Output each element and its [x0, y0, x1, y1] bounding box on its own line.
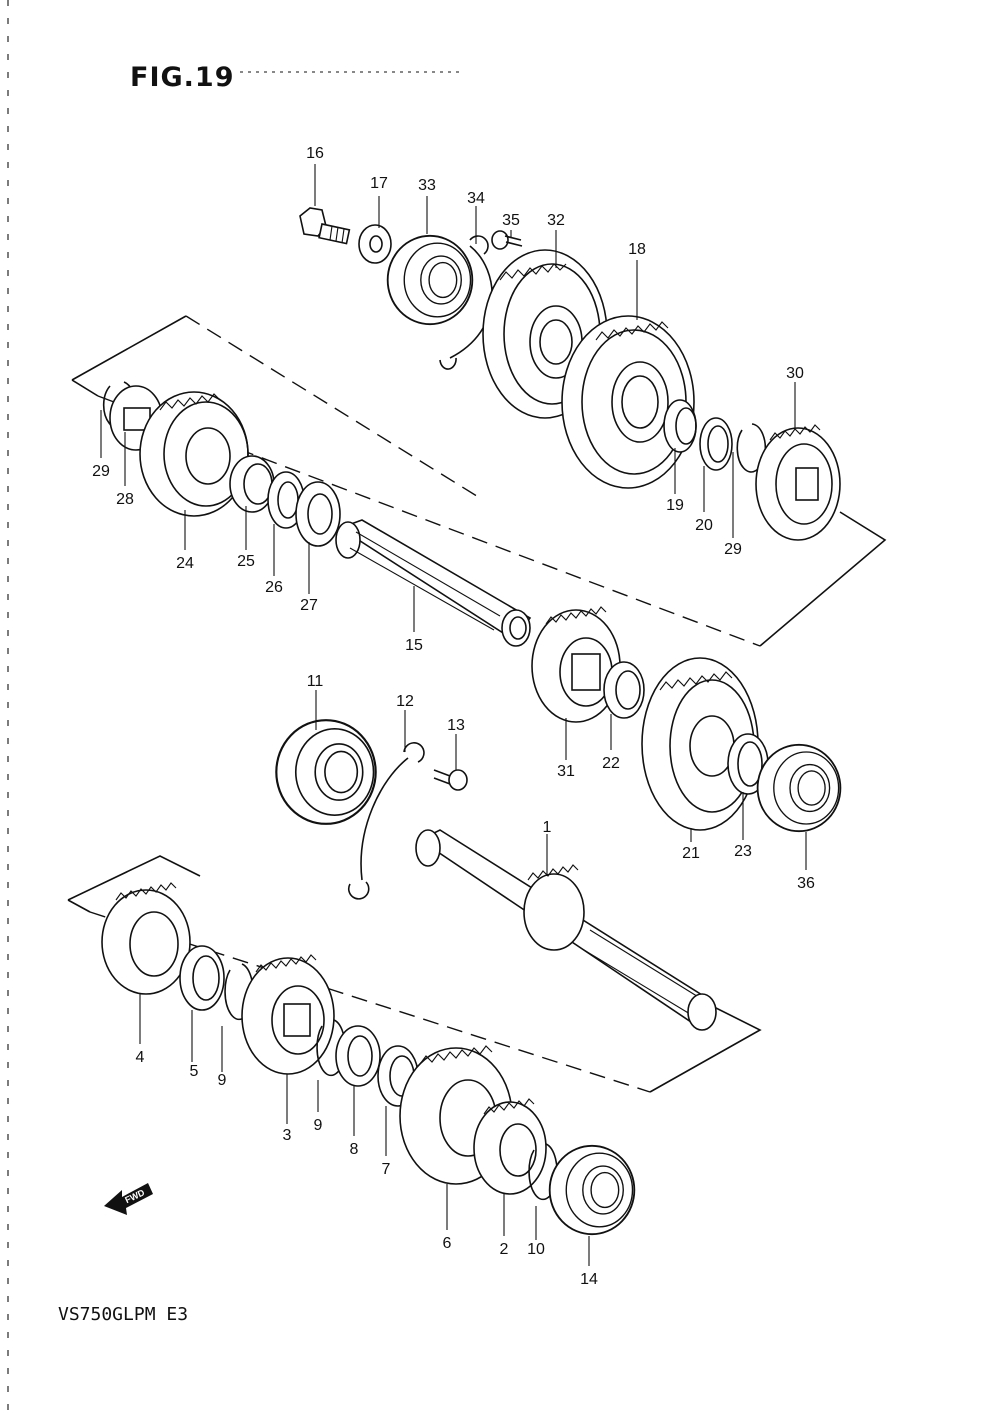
callout-30: 30 [786, 365, 804, 382]
callout-4: 4 [136, 1049, 145, 1066]
callout-3: 3 [283, 1127, 292, 1144]
callout-1: 1 [543, 819, 552, 836]
callout-11: 11 [307, 673, 324, 690]
part-24-gear [139, 391, 249, 517]
part-10-circlip [528, 1143, 558, 1201]
part-16-bolt [299, 207, 351, 245]
callout-24: 24 [176, 555, 194, 572]
callout-8: 8 [350, 1141, 359, 1158]
part-35-screw [491, 230, 523, 250]
callout-33: 33 [418, 177, 436, 194]
leader-lines [100, 164, 807, 1266]
callout-7: 7 [382, 1161, 391, 1178]
callout-15: 15 [405, 637, 423, 654]
callout-19: 19 [666, 497, 684, 514]
part-33-bearing [386, 234, 474, 326]
part-8-washer [335, 1025, 381, 1087]
callout-16: 16 [306, 145, 324, 162]
callout-36: 36 [797, 875, 815, 892]
part-2-gear [473, 1098, 547, 1195]
part-14-bearing [548, 1144, 636, 1236]
callout-20: 20 [695, 517, 713, 534]
part-4-gear [101, 882, 191, 995]
callout-18: 18 [628, 241, 646, 258]
callout-2: 2 [500, 1241, 509, 1258]
callout-6: 6 [443, 1235, 452, 1252]
callout-5: 5 [190, 1063, 199, 1080]
callout-31: 31 [557, 763, 575, 780]
part-30-gear [755, 424, 841, 541]
callout-22: 22 [602, 755, 620, 772]
part-29-circlip-right [736, 423, 767, 473]
callout-32: 32 [547, 212, 565, 229]
callout-23: 23 [734, 843, 752, 860]
part-36-bearing [756, 743, 842, 833]
callout-26: 26 [265, 579, 283, 596]
part-13-screw [433, 769, 468, 791]
part-17-washer [358, 224, 392, 264]
callout-10: 10 [527, 1241, 545, 1258]
part-15-countershaft [335, 519, 532, 647]
callout-29-right: 29 [724, 541, 742, 558]
callout-13: 13 [447, 717, 465, 734]
callout-34: 34 [467, 190, 485, 207]
part-9-circlip-right [316, 1019, 346, 1077]
part-20-washer [699, 417, 733, 471]
part-12-retainer-plate [347, 742, 425, 900]
callout-17: 17 [370, 175, 388, 192]
part-27-washer [295, 481, 341, 547]
callout-9-left: 9 [218, 1072, 227, 1089]
lower-shaft-frame [67, 855, 762, 1093]
callout-21: 21 [682, 845, 700, 862]
part-1-mainshaft [415, 829, 717, 1031]
callout-14: 14 [580, 1271, 598, 1288]
part-19-bushing [663, 399, 697, 453]
part-5-bushing [179, 945, 225, 1011]
callout-29-left: 29 [92, 463, 110, 480]
part-3-gear [241, 954, 335, 1075]
model-code: VS750GLPM E3 [58, 1304, 189, 1325]
callout-28: 28 [116, 491, 134, 508]
callout-12: 12 [396, 693, 414, 710]
callout-labels: 4 5 9 3 9 8 7 6 2 10 14 11 12 13 1 15 16… [92, 145, 815, 1288]
part-22-bushing [603, 661, 645, 719]
callout-9-right: 9 [314, 1117, 323, 1134]
fwd-arrow-icon: FWD [104, 1183, 153, 1215]
part-11-bearing [275, 719, 377, 825]
upper-shaft-frame [71, 315, 887, 647]
callout-35: 35 [502, 212, 520, 229]
callout-27: 27 [300, 597, 318, 614]
callout-25: 25 [237, 553, 255, 570]
part-26-lock-washer [267, 471, 305, 529]
figure-title: FIG.19 [130, 62, 235, 93]
part-18-gear [561, 315, 695, 489]
part-31-gear [531, 606, 621, 723]
